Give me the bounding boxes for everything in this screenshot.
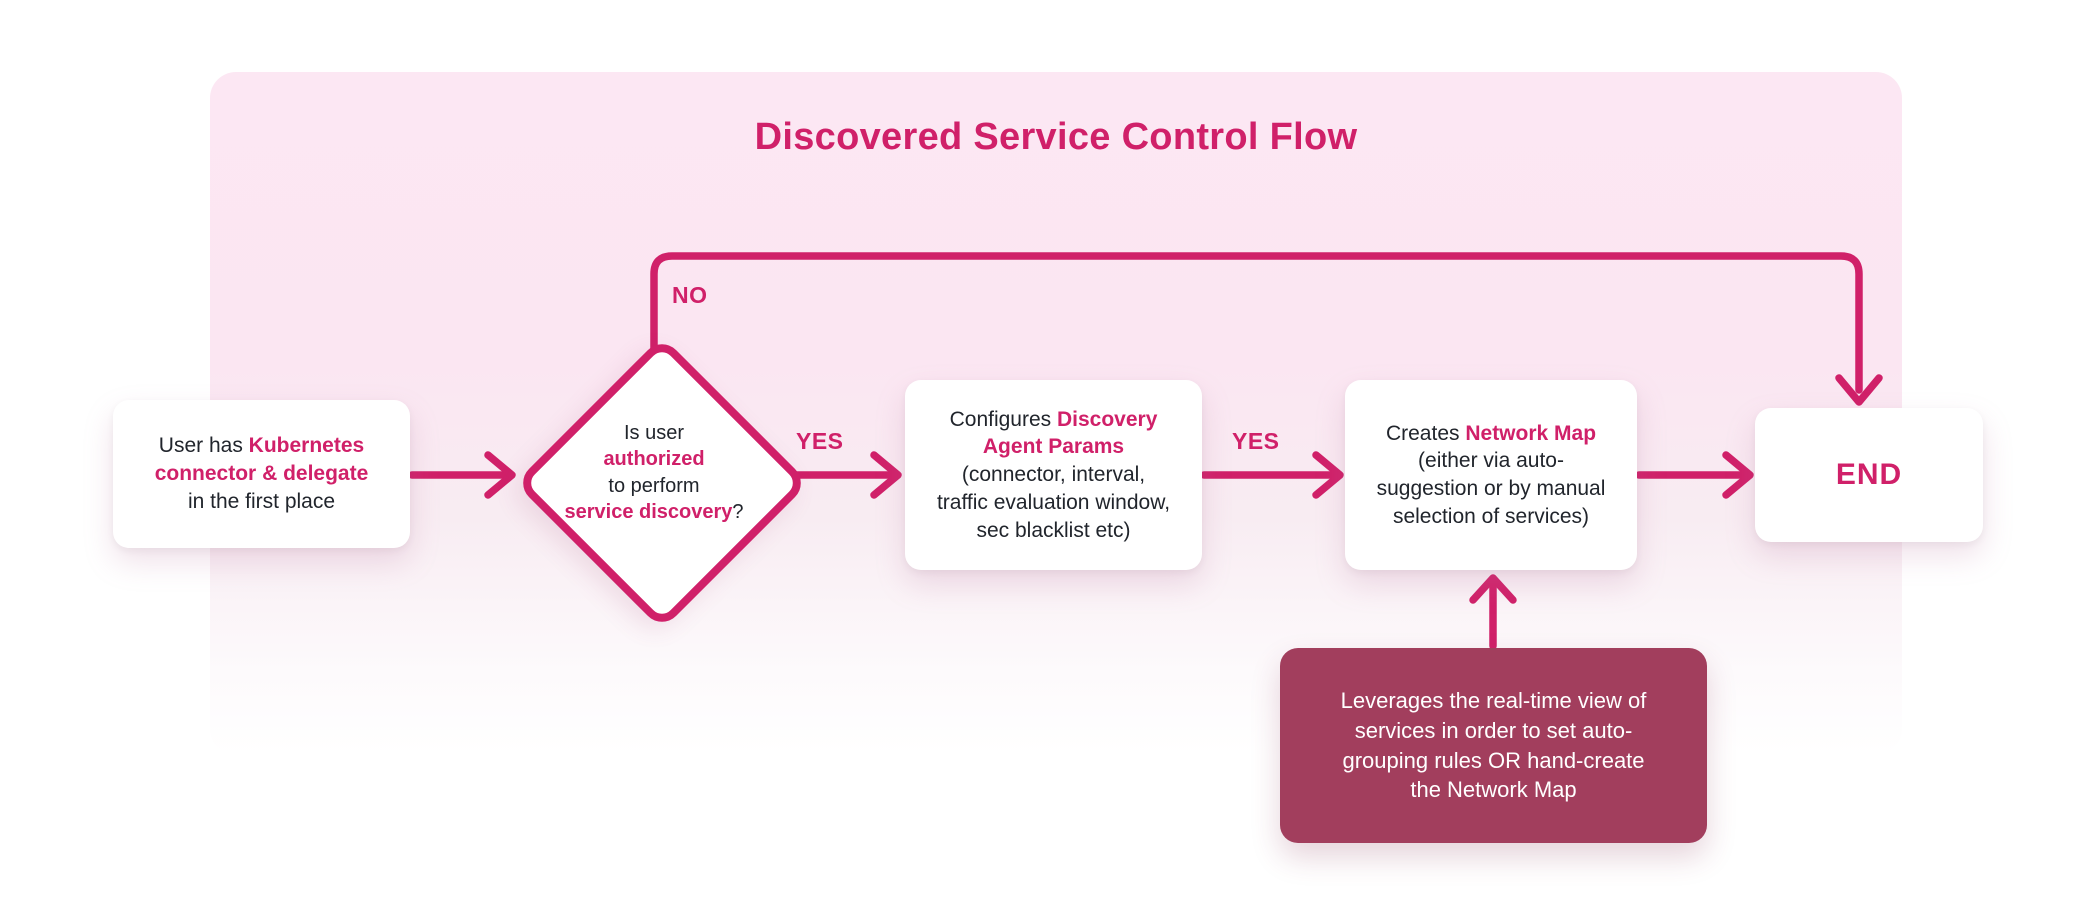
node-decision-text: Is user authorized to perform service di…: [564, 422, 744, 524]
arrowhead-creates-to-end-icon: [1722, 451, 1754, 499]
arrowhead-no-loop-icon: [1835, 374, 1883, 406]
arrowhead-decision-to-configure-icon: [870, 451, 902, 499]
no-label: NO: [672, 282, 708, 308]
flow-title: Discovered Service Control Flow: [754, 116, 1358, 158]
note-box: Leverages the real-time view of services…: [1280, 648, 1707, 843]
node-start: User has Kubernetes connector & delegate…: [113, 400, 410, 548]
node-end: END: [1755, 408, 1983, 542]
node-configure-params-text: Configures Discovery Agent Params (conne…: [936, 407, 1171, 542]
node-end-label: END: [1835, 458, 1903, 492]
arrow-no-loop: [650, 252, 1863, 394]
node-configure-params: Configures Discovery Agent Params (conne…: [905, 380, 1202, 570]
arrowhead-start-to-decision-icon: [484, 451, 516, 499]
arrowhead-note-to-creates-icon: [1469, 574, 1517, 604]
yes-label-2: YES: [1232, 428, 1280, 454]
node-start-text: User has Kubernetes connector & delegate…: [154, 434, 369, 513]
note-box-text: Leverages the real-time view of services…: [1340, 687, 1647, 803]
arrowhead-configure-to-creates-icon: [1312, 451, 1344, 499]
node-create-network-map: Creates Network Map (either via auto- su…: [1345, 380, 1637, 570]
yes-label-1: YES: [796, 428, 844, 454]
node-create-network-map-text: Creates Network Map (either via auto- su…: [1376, 421, 1606, 528]
